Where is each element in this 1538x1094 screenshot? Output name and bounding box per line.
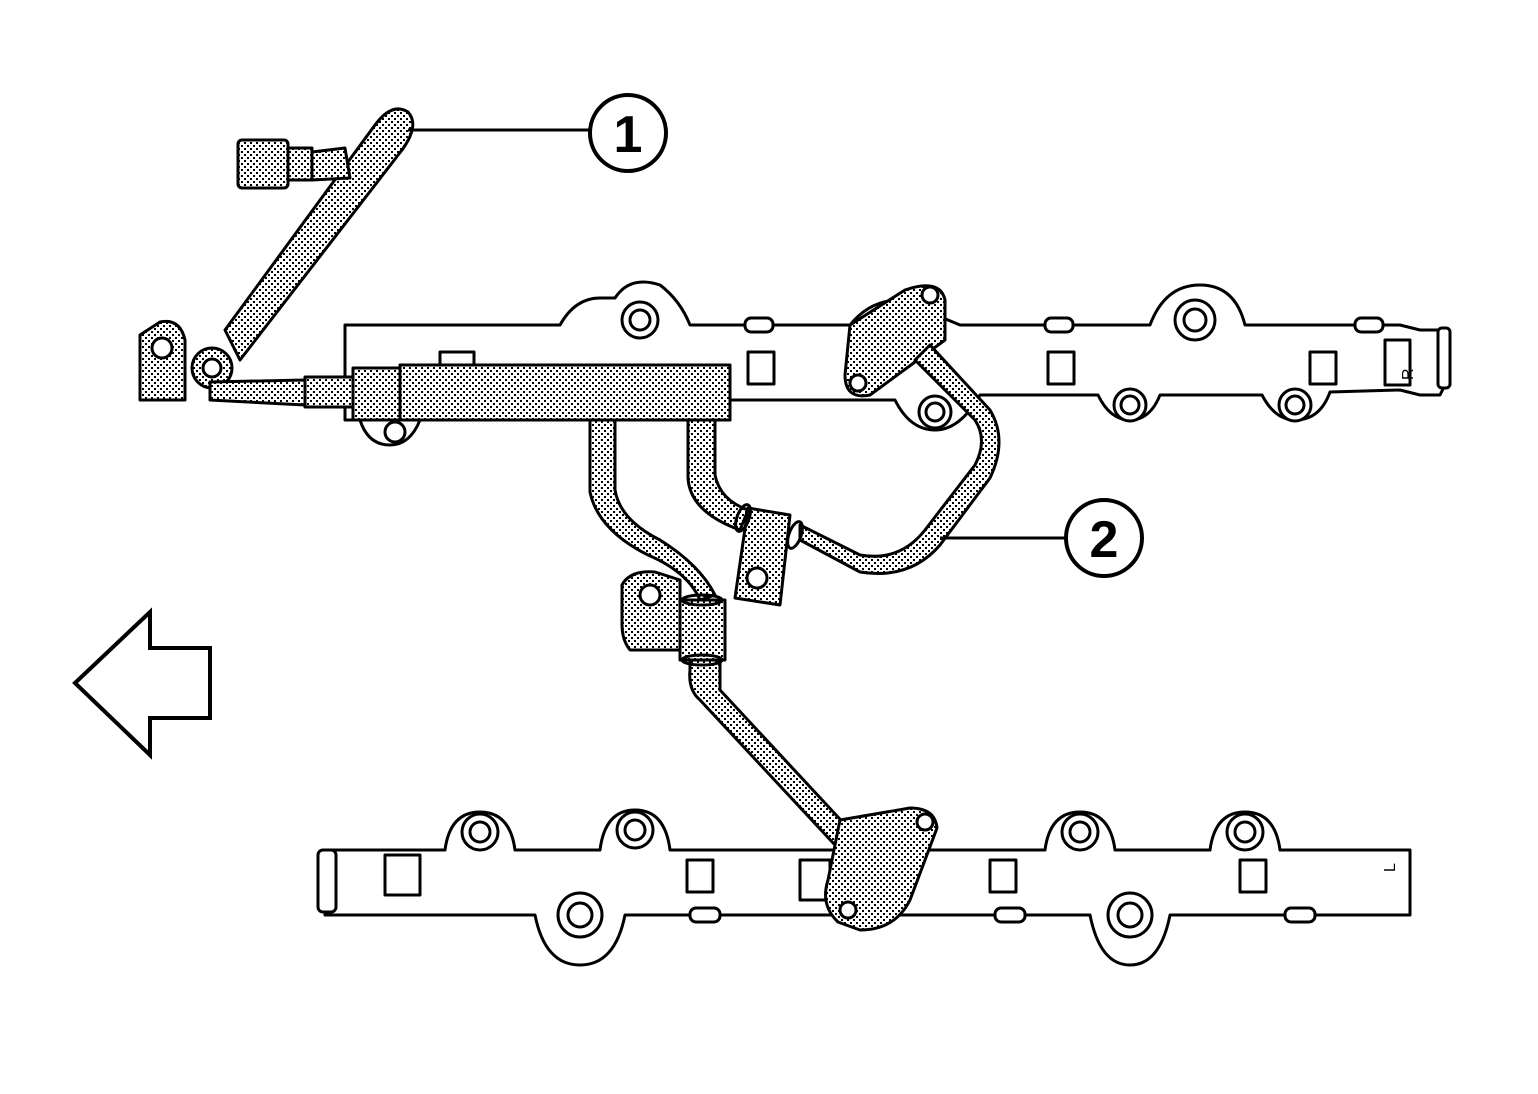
callout-2: 2 — [940, 498, 1144, 578]
part-1-fuel-hose-assembly — [138, 107, 732, 422]
callout-2-number: 2 — [1090, 511, 1119, 569]
front-direction-arrow-icon — [72, 607, 212, 760]
rail-mark-right: R — [1400, 368, 1417, 380]
callout-2-circle — [1064, 498, 1144, 578]
callout-1: 1 — [408, 93, 668, 173]
callout-1-number: 1 — [614, 106, 643, 164]
hose-clamps — [680, 503, 804, 667]
rail-mark-left: L — [1382, 863, 1399, 872]
callout-1-circle — [588, 93, 668, 173]
